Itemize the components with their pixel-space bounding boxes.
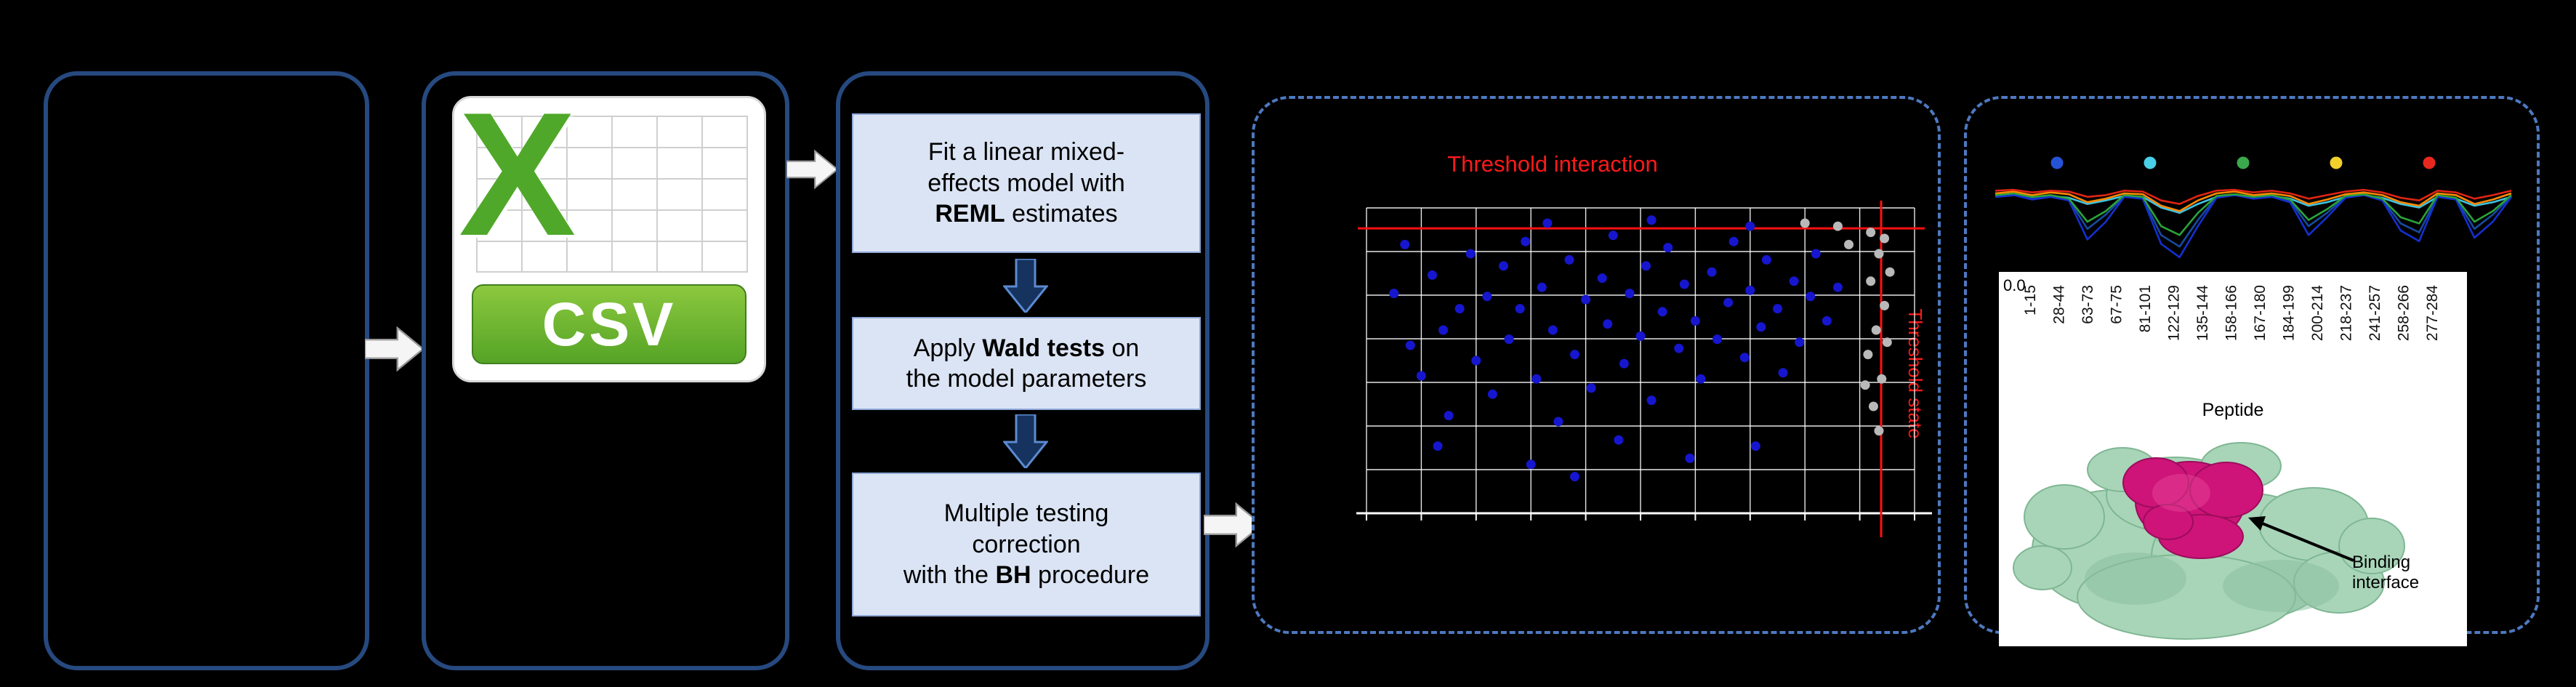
svg-text:200-214: 200-214: [2309, 285, 2326, 341]
spreadsheet-grid: [476, 116, 748, 273]
svg-text:167-180: 167-180: [2252, 285, 2269, 341]
right-arrow-icon: [786, 149, 837, 190]
svg-text:184-199: 184-199: [2281, 285, 2298, 341]
svg-text:67-75: 67-75: [2109, 285, 2125, 324]
step-bh-text: Multiple testing correction with the BH …: [903, 499, 1150, 590]
svg-text:63-73: 63-73: [2080, 285, 2096, 324]
results-panel: 0.0 1-15 28-44 63-73 67-75 81-101 122-129 135-…: [1964, 96, 2540, 646]
right-arrow-icon: [365, 326, 423, 372]
scatter-plot: Threshold state: [1356, 201, 1932, 537]
binding-interface-label: Binding interface: [2352, 553, 2420, 592]
deuteration-profile-chart: [1995, 156, 2513, 259]
csv-file-icon: X CSV: [452, 96, 766, 382]
volcano-panel: Threshold interaction Threshold state: [1252, 96, 1941, 634]
excel-x-letter: X: [459, 96, 576, 273]
down-arrow-icon: [1003, 259, 1048, 313]
svg-text:122-129: 122-129: [2166, 285, 2183, 341]
threshold-interaction-label: Threshold interaction: [1447, 151, 1658, 177]
svg-text:1-15: 1-15: [2022, 285, 2039, 316]
svg-text:135-144: 135-144: [2194, 285, 2211, 341]
step-wald-text: Apply Wald tests on the model parameters: [906, 334, 1147, 393]
threshold-state-label: Threshold state: [1904, 308, 1926, 438]
csv-panel: X CSV: [422, 71, 789, 670]
right-arrow-icon: [1204, 502, 1262, 548]
peptide-figure: 0.0 1-15 28-44 63-73 67-75 81-101 122-129 135-…: [1999, 272, 2467, 646]
down-arrow-icon: [1003, 414, 1048, 468]
step-wald-box: Apply Wald tests on the model parameters: [852, 317, 1201, 410]
svg-text:277-284: 277-284: [2424, 285, 2441, 341]
protein-structure: [2013, 442, 2405, 640]
csv-label: CSV: [542, 289, 677, 358]
svg-text:28-44: 28-44: [2051, 285, 2068, 324]
step-reml-box: Fit a linear mixed- effects model with R…: [852, 113, 1201, 253]
svg-text:241-257: 241-257: [2367, 285, 2383, 341]
svg-text:218-237: 218-237: [2338, 285, 2355, 341]
csv-ribbon: CSV: [472, 284, 746, 364]
y-axis-tick: 0.0: [2003, 276, 2026, 294]
binding-region: [2122, 457, 2263, 559]
binding-arrow: [2248, 516, 2354, 562]
step-reml-text: Fit a linear mixed- effects model with R…: [927, 138, 1125, 228]
method-panel: Fit a linear mixed- effects model with R…: [836, 71, 1209, 670]
peptide-axis-labels: 1-15 28-44 63-73 67-75 81-101 122-129 135-144 1…: [2022, 285, 2441, 341]
step-bh-box: Multiple testing correction with the BH …: [852, 473, 1201, 616]
svg-text:258-266: 258-266: [2396, 285, 2412, 341]
peptide-axis-title: Peptide: [2202, 400, 2264, 420]
svg-text:158-166: 158-166: [2223, 285, 2240, 341]
svg-text:81-101: 81-101: [2137, 285, 2154, 332]
input-panel: [44, 71, 369, 670]
